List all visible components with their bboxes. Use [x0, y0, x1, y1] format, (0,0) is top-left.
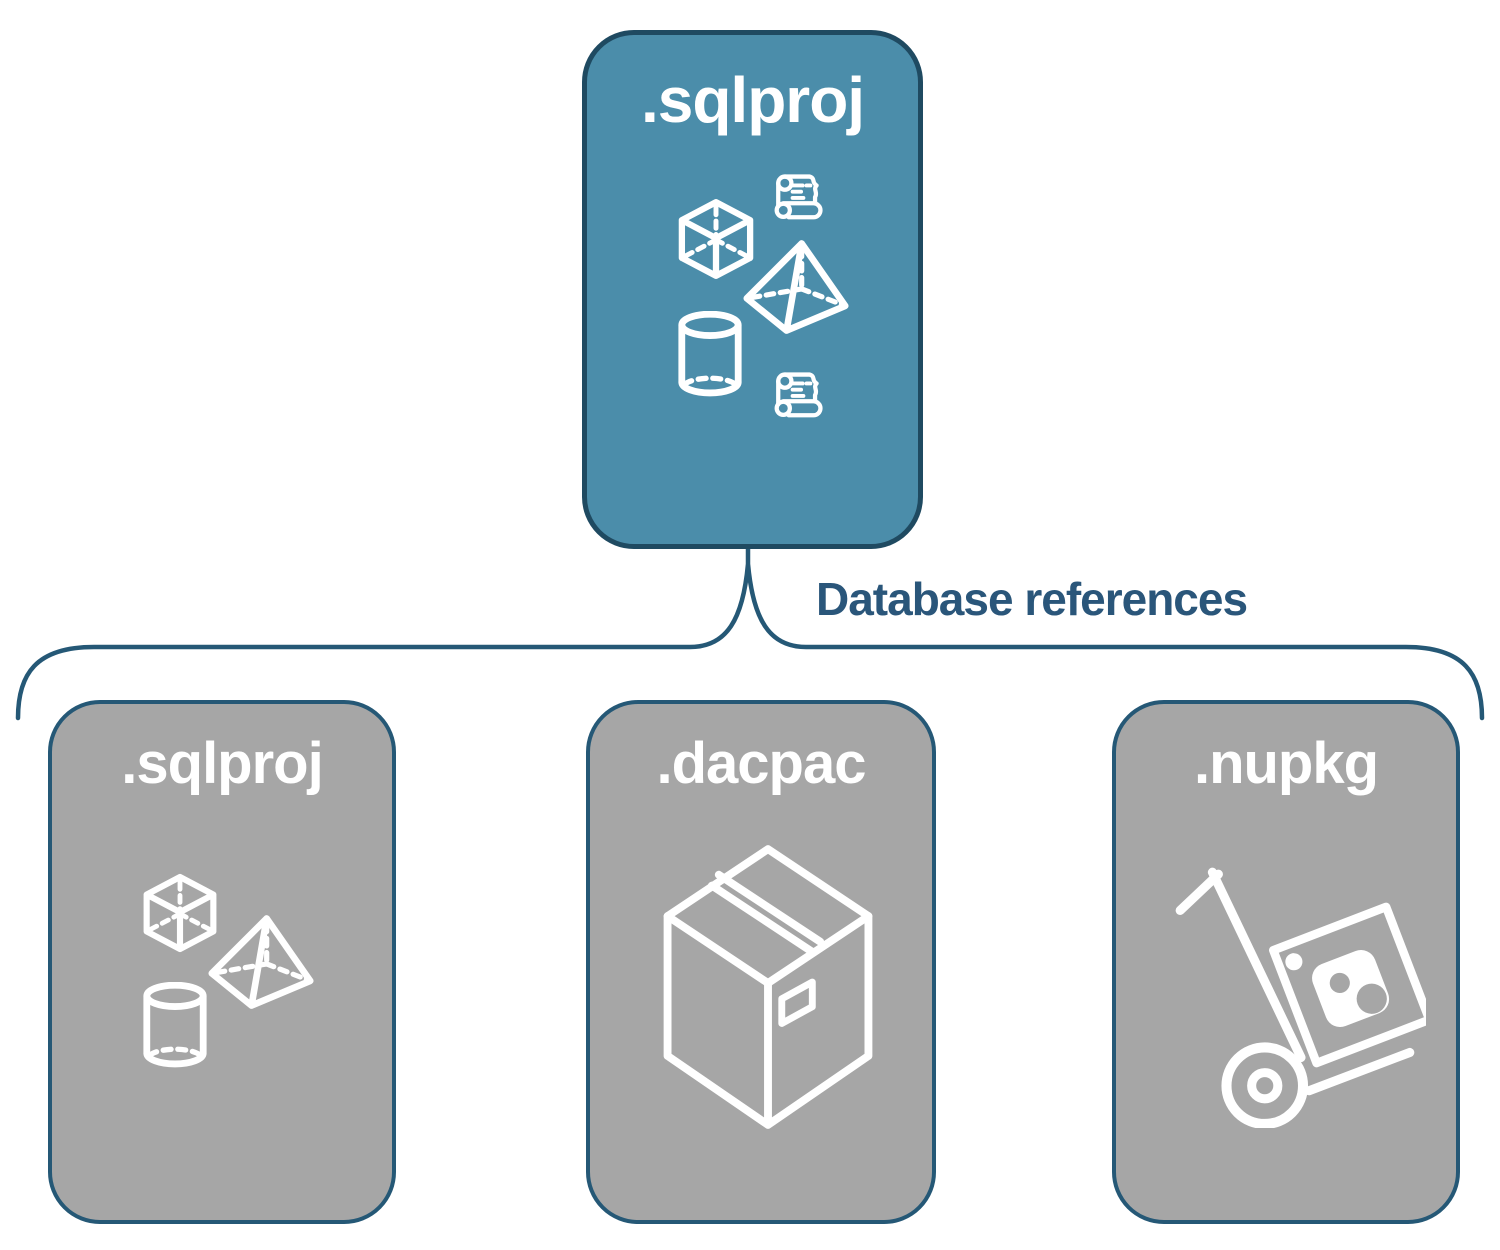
child-node-label: .sqlproj [121, 731, 323, 796]
cube-icon [678, 199, 754, 279]
pyramid-icon [743, 240, 849, 334]
cylinder-icon [143, 982, 207, 1068]
root-node-sqlproj: .sqlproj [582, 30, 923, 549]
child-node-label: .nupkg [1193, 731, 1379, 796]
nuget-package-icon [1269, 902, 1426, 1068]
cube-icon [143, 873, 217, 953]
child-node-dacpac: .dacpac [586, 700, 936, 1224]
child-node-label: .dacpac [656, 731, 867, 796]
connector-label: Database references [816, 573, 1248, 625]
scroll-icon [774, 372, 823, 418]
root-node-label: .sqlproj [640, 64, 865, 136]
pyramid-icon [208, 915, 314, 1009]
cylinder-icon [678, 311, 742, 397]
hand-truck-icon [1175, 867, 1426, 1128]
child-node-nupkg: .nupkg [1112, 700, 1460, 1224]
scroll-icon [774, 174, 823, 220]
package-box-icon [663, 845, 873, 1129]
child-node-sqlproj: .sqlproj [48, 700, 396, 1224]
